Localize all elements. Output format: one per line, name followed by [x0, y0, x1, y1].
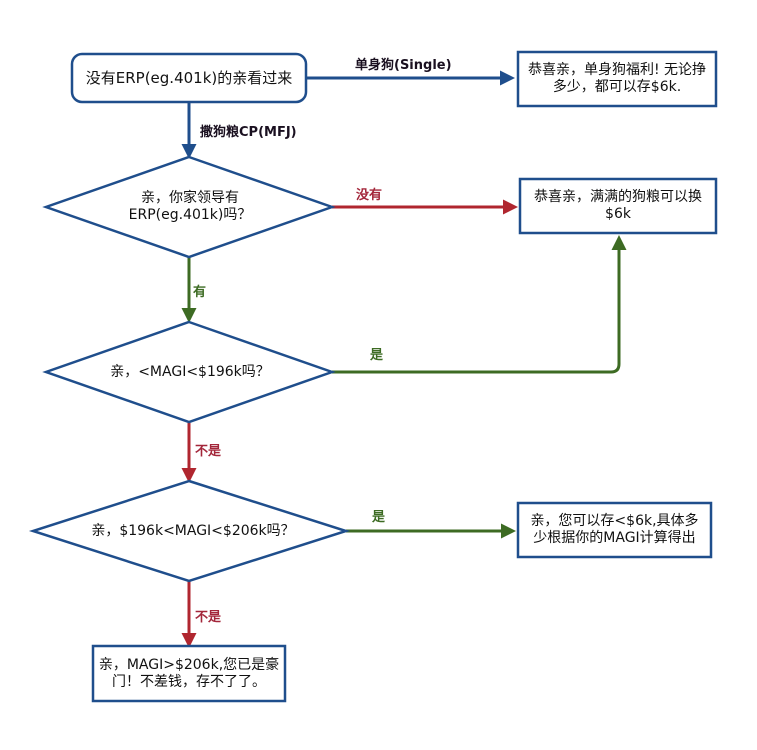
over-result-node — [91, 644, 287, 703]
single-result-node — [516, 50, 718, 108]
magi-196-question-text: 亲，<MAGI<$196k吗？ — [110, 363, 270, 380]
erp-question-text: 亲，你家领导有ERP(eg.401k)吗？ — [128, 190, 252, 223]
no-erp-result-node — [518, 177, 718, 235]
edge-label-has-erp: 有 — [193, 285, 207, 300]
edge-label-single: 单身狗(Single) — [355, 58, 452, 73]
single-result-text: 恭喜亲，单身狗福利! 无论挣多少，都可以存$6k. — [527, 62, 707, 95]
start-node — [70, 52, 308, 104]
no-erp-result-text: 恭喜亲，满满的狗粮可以换$6k — [534, 189, 702, 222]
edge-label-range-no: 不是 — [195, 610, 222, 625]
over-result-text: 亲，MAGI>$206k,您已是豪门！不差钱，存不了了。 — [98, 656, 280, 690]
edge-label-range-yes: 是 — [372, 510, 386, 525]
magi-196-question-node — [42, 320, 336, 424]
edge-label-no-erp: 没有 — [356, 188, 383, 203]
edge-label-mfj: 撒狗粮CP(MFJ) — [200, 125, 297, 140]
partial-result-node — [516, 501, 713, 559]
edge-label-magi-yes: 是 — [370, 348, 384, 363]
magi-range-question-node — [28, 479, 351, 583]
magi-range-question-text: 亲，$196k<MAGI<$206k吗？ — [91, 522, 295, 539]
edge-label-magi-no: 不是 — [195, 444, 222, 459]
erp-question-node — [42, 155, 336, 259]
edge-magi-yes — [332, 235, 627, 374]
partial-result-text: 亲，您可以存<$6k,具体多少根据你的MAGI计算得出 — [530, 513, 699, 546]
start-node-text: 没有ERP(eg.401k)的亲看过来 — [85, 68, 293, 87]
